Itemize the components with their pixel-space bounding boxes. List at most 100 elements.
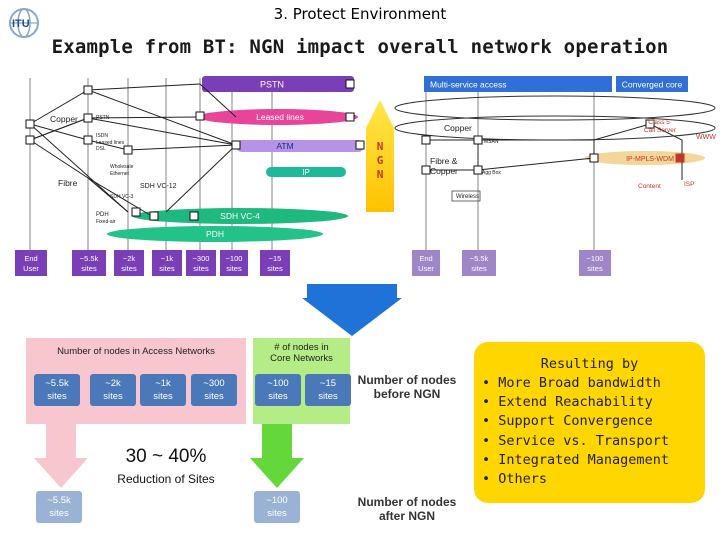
results-title: Resulting by [540,356,639,372]
ngn-content-label: Content [638,183,661,190]
legacy-small-label: Fixed-air [96,219,116,225]
core-node-100: ~100 sites [255,374,301,406]
legacy-band-pdh: PDH [107,226,323,242]
ngn-agg-label: Agg Box [482,170,501,176]
ngn-multi-service-bar: Multi-service access [424,76,612,92]
ngn-multi-service-label: Multi-service access [430,80,507,90]
access-node-5k: ~5.5k sites [34,374,80,406]
ngn-letter-n1: N [377,140,384,153]
ngn-fibre-copper-line2: Copper [430,166,458,176]
ngn-mux-label: MSAN [484,139,499,145]
ngn-site-5k-line2: sites [471,264,487,273]
legacy-small-label: Wholesale [110,164,134,170]
core-nodes-panel: # of nodes in Core Networks ~100 sites ~… [253,338,351,424]
legacy-band-ip: IP [266,167,346,177]
legacy-band-pstn: PSTN [202,76,354,92]
legacy-copper-label: Copper [50,114,78,124]
ngn-isp-label: ISP [684,181,694,188]
itu-logo-text: ITU [12,18,30,30]
core-panel-title: # of nodes in Core Networks [270,342,333,364]
ngn-site-5k-line1: ~5.5k [470,254,489,263]
legacy-small-label: PDH [96,212,109,218]
legacy-fibre-label: Fibre [58,178,78,188]
results-item: Support Convergence [482,412,669,431]
legacy-site-end-user-line1: End [24,254,37,263]
band-label-ip: IP [302,168,310,177]
legacy-small-label: ISDN [96,133,108,139]
core-node-15: ~15 sites [305,374,351,406]
legacy-site-300-line2: sites [193,264,209,273]
access-node-300: ~300 sites [191,374,237,406]
legacy-site-15-line1: ~15 [269,254,282,263]
ngn-class5-label: Class 5 Call Server [644,119,677,134]
band-label-pdh: PDH [206,229,224,239]
legacy-site-300-line1: ~300 [193,254,210,263]
ngn-letter-g: G [377,154,384,167]
legacy-small-label: DSL [96,146,106,152]
network-diagram: PSTN Leased lines ATM IP SDH VC-4 PDH [15,76,716,276]
band-label-leased-lines: Leased lines [256,112,304,122]
ngn-site-end-user-line1: End [419,254,432,263]
ngn-site-end-user-line2: User [418,264,434,273]
access-node-2k: ~2k sites [90,374,136,406]
legacy-band-leased-lines: Leased lines [198,109,358,125]
core-reduction-arrow-icon [250,424,304,488]
ngn-fibre-copper-line1: Fibre & [430,156,458,166]
legacy-site-2k-line1: ~2k [123,254,136,263]
results-item: More Broad bandwidth [482,374,669,393]
before-ngn-label: Number of nodes before NGN [357,373,457,401]
legacy-site-1k-line2: sites [159,264,175,273]
legacy-site-5k-line1: ~5.5k [80,254,99,263]
legacy-small-label: Ethernet [110,171,130,177]
ngn-wireless-label: Wireless [456,194,479,200]
results-list: More Broad bandwidth Extend Reachability… [482,374,669,489]
ngn-ipmpls-label: IP-MPLS-WDM [626,156,674,163]
band-label-sdh: SDH VC-4 [220,211,260,221]
itu-logo: ITU [9,8,39,38]
legacy-small-label: Leased lines [96,140,125,146]
legacy-site-5k-line2: sites [81,264,97,273]
access-panel-title: Number of nodes in Access Networks [57,346,215,357]
ngn-site-100-line1: ~100 [587,254,604,263]
ngn-class5-line2: Call Server [644,127,677,134]
access-reduction-arrow-icon [34,424,88,488]
ngn-letter-n2: N [377,168,384,181]
results-item: Integrated Management [482,451,669,470]
band-label-atm: ATM [276,141,293,151]
reduction-caption: Reduction of Sites [117,472,215,486]
legacy-small-label: SDH VC-3 [110,194,134,200]
legacy-small-label: SDH VC-12 [140,183,177,190]
legacy-site-100-line2: sites [226,264,242,273]
ngn-core-band: IP-MPLS-WDM [585,151,705,165]
results-item: Extend Reachability [482,393,669,412]
ngn-site-100-line2: sites [587,264,603,273]
ngn-www-label: WWW [696,134,716,141]
legacy-site-15-line2: sites [267,264,283,273]
access-node-1k: ~1k sites [140,374,186,406]
down-arrow-icon [302,284,402,336]
section-title: 3. Protect Environment [273,5,447,23]
legacy-site-1k-line1: ~1k [161,254,174,263]
ngn-converged-core-bar: Converged core [616,76,688,92]
access-nodes-panel: Number of nodes in Access Networks ~5.5k… [26,338,246,424]
access-after-node: ~5.5k sites [36,491,82,523]
legacy-site-100-line1: ~100 [226,254,243,263]
legacy-band-atm: ATM [236,140,364,152]
results-item: Others [482,470,669,489]
band-label-pstn: PSTN [260,80,284,90]
core-after-node: ~100 sites [254,491,300,523]
after-ngn-label: Number of nodes after NGN [357,495,457,523]
legacy-mesh [29,83,237,216]
reduction-value: 30 ~ 40% [125,446,207,467]
